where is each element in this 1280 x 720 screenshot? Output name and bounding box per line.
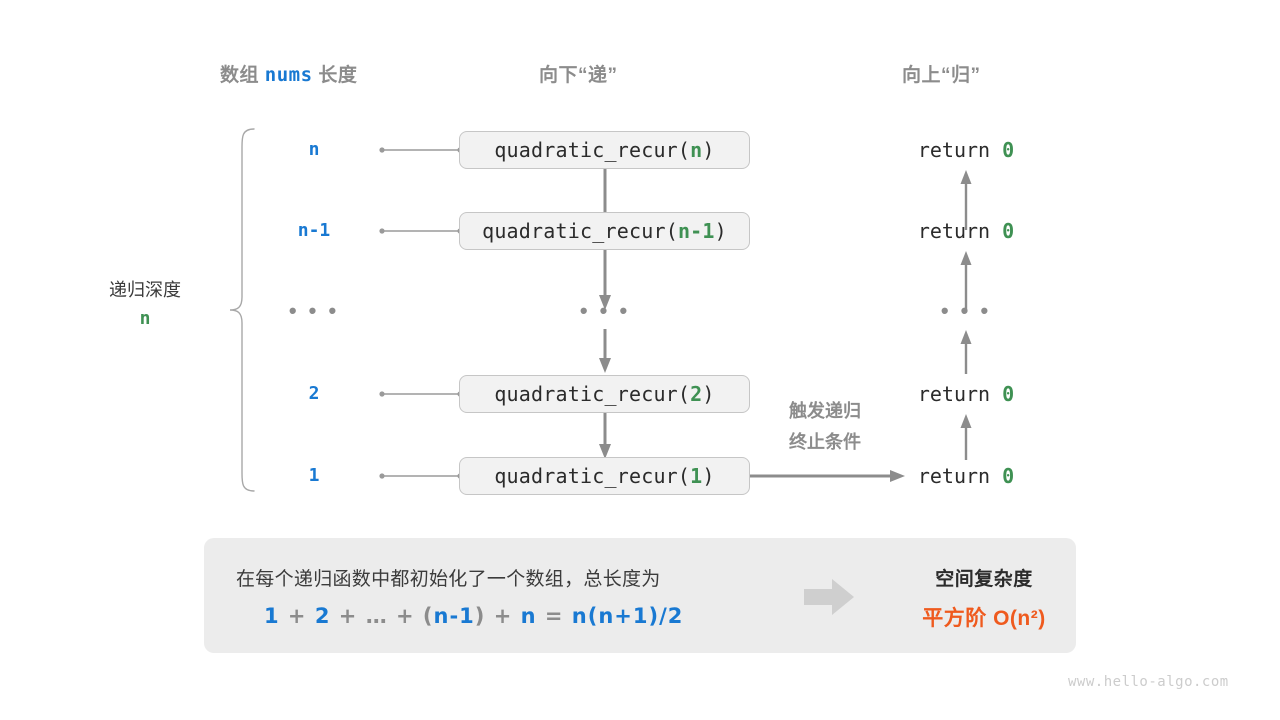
base-case-arrow xyxy=(750,466,908,486)
call-box-1-prefix: quadratic_recur( xyxy=(482,219,678,243)
ellipsis-right: • • • xyxy=(940,298,992,323)
call-box-1: quadratic_recur(n-1) xyxy=(459,212,750,250)
connector-line-2 xyxy=(378,388,464,400)
level-value-3: 1 xyxy=(308,465,320,486)
watermark: www.hello-algo.com xyxy=(1068,674,1229,690)
call-box-2: quadratic_recur(2) xyxy=(459,375,750,413)
summary-right-title: 空间复杂度 xyxy=(935,569,1033,590)
formula-ellipsis: … xyxy=(365,604,388,628)
return-arrow-1 xyxy=(958,249,974,311)
formula-op-2: + xyxy=(330,604,366,628)
column-header-recurse-down: 向下“递” xyxy=(539,65,618,86)
trigger-condition-note: 触发递归 终止条件 xyxy=(765,396,885,457)
formula-op-4: + xyxy=(485,604,521,628)
formula-term-2: 2 xyxy=(314,604,331,628)
return-keyword-3: return xyxy=(917,464,1003,488)
summary-panel: 在每个递归函数中都初始化了一个数组，总长度为 1 + 2 + … + (n-1)… xyxy=(204,538,1076,653)
call-box-1-arg: n-1 xyxy=(677,219,715,243)
recurse-arrow-1 xyxy=(597,250,613,312)
recursion-depth-text: 递归深度 xyxy=(109,280,181,300)
call-box-3: quadratic_recur(1) xyxy=(459,457,750,495)
formula-term-1: 1 xyxy=(264,604,280,628)
call-box-2-prefix: quadratic_recur( xyxy=(494,382,691,406)
depth-brace xyxy=(222,125,262,505)
formula-term-5: n xyxy=(520,604,537,628)
return-keyword-0: return xyxy=(917,138,1003,162)
call-box-2-arg: 2 xyxy=(690,382,703,406)
formula-result: n(n+1)/2 xyxy=(571,604,684,628)
return-arrow-3 xyxy=(958,412,974,460)
header-left-post: 长度 xyxy=(312,65,358,86)
call-box-3-prefix: quadratic_recur( xyxy=(494,464,691,488)
level-value-2: 2 xyxy=(308,383,320,404)
summary-formula: 1 + 2 + … + (n-1) + n = n(n+1)/2 xyxy=(264,604,683,628)
trigger-note-line1: 触发递归 xyxy=(789,401,861,421)
formula-paren-open: ( xyxy=(422,604,434,628)
call-box-1-suffix: ) xyxy=(714,219,727,243)
return-value-1: 0 xyxy=(1002,219,1015,243)
call-box-0: quadratic_recur(n) xyxy=(459,131,750,169)
call-box-0-arg: n xyxy=(690,138,703,162)
call-box-0-suffix: ) xyxy=(702,138,715,162)
call-box-2-suffix: ) xyxy=(702,382,715,406)
column-header-array-length: 数组 nums 长度 xyxy=(220,60,357,87)
connector-line-0 xyxy=(378,144,464,156)
recurse-arrow-3 xyxy=(597,413,613,461)
return-text-0: return 0 xyxy=(886,138,1046,162)
column-header-return-up: 向上“归” xyxy=(902,65,981,86)
formula-op-1: + xyxy=(279,604,315,628)
summary-description: 在每个递归函数中都初始化了一个数组，总长度为 xyxy=(236,569,661,590)
level-value-0: n xyxy=(308,139,320,160)
return-value-2: 0 xyxy=(1002,382,1015,406)
return-text-2: return 0 xyxy=(886,382,1046,406)
return-keyword-1: return xyxy=(917,219,1003,243)
summary-right-value: 平方阶 O(n²) xyxy=(922,607,1046,630)
formula-term-4: n-1 xyxy=(433,604,475,628)
ellipsis-left: • • • xyxy=(288,298,340,323)
summary-block-arrow-icon xyxy=(804,578,856,616)
return-value-0: 0 xyxy=(1002,138,1015,162)
recursion-depth-label: 递归深度 n xyxy=(55,277,235,333)
call-box-3-suffix: ) xyxy=(702,464,715,488)
recurse-arrow-2 xyxy=(597,329,613,375)
connector-line-1 xyxy=(378,225,464,237)
header-left-code: nums xyxy=(264,64,313,86)
call-box-3-arg: 1 xyxy=(690,464,703,488)
return-arrow-2 xyxy=(958,328,974,374)
trigger-note-line2: 终止条件 xyxy=(789,431,861,452)
return-keyword-2: return xyxy=(917,382,1003,406)
ellipsis-middle: • • • xyxy=(579,298,631,323)
return-value-3: 0 xyxy=(1002,464,1015,488)
formula-op-3: + xyxy=(387,604,423,628)
header-left-pre: 数组 xyxy=(220,65,265,86)
formula-paren-close: ) xyxy=(474,604,486,628)
return-arrow-0 xyxy=(958,168,974,230)
connector-line-3 xyxy=(378,470,464,482)
level-value-1: n-1 xyxy=(297,220,331,241)
return-text-3: return 0 xyxy=(886,464,1046,488)
call-box-0-prefix: quadratic_recur( xyxy=(494,138,691,162)
return-text-1: return 0 xyxy=(886,219,1046,243)
formula-equals: = xyxy=(536,604,572,628)
recursion-depth-value: n xyxy=(139,307,151,329)
